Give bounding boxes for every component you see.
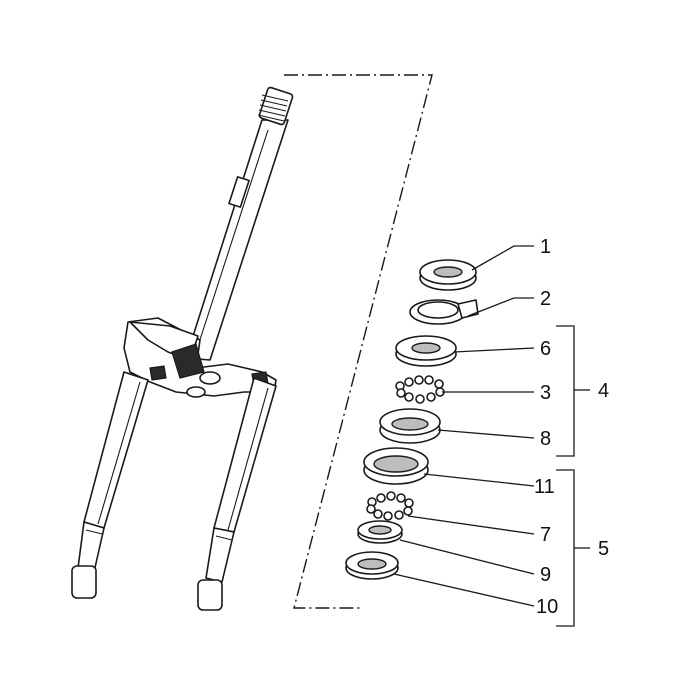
- group-bracket-4: [556, 325, 590, 457]
- steering-fork: [71, 86, 294, 611]
- group-bracket-5: [556, 469, 590, 627]
- callout-7: 7: [540, 524, 551, 546]
- assembly-axis-line: [284, 74, 433, 609]
- callout-9: 9: [540, 564, 551, 586]
- part-3-ball-cage: [395, 375, 445, 404]
- part-7-ball-cage: [366, 491, 414, 521]
- part-6-upper-cone: [395, 335, 457, 367]
- callout-10: 10: [536, 596, 558, 618]
- callout-6: 6: [540, 338, 551, 360]
- leader-lines: [393, 245, 535, 607]
- part-2-lock-washer: [409, 299, 479, 325]
- callout-2: 2: [540, 288, 551, 310]
- callout-1: 1: [540, 236, 551, 258]
- callout-3: 3: [540, 382, 551, 404]
- callout-5: 5: [598, 538, 609, 560]
- part-11-lower-cup: [363, 447, 429, 485]
- callout-11: 11: [534, 476, 555, 498]
- part-8-upper-cup: [379, 408, 441, 444]
- part-9-lower-cone: [357, 520, 403, 544]
- part-10-dust-seal: [345, 551, 399, 580]
- callout-8: 8: [540, 428, 551, 450]
- callout-4: 4: [598, 380, 609, 402]
- part-1-ring-nut: [419, 259, 477, 291]
- thread-lines: [257, 94, 289, 122]
